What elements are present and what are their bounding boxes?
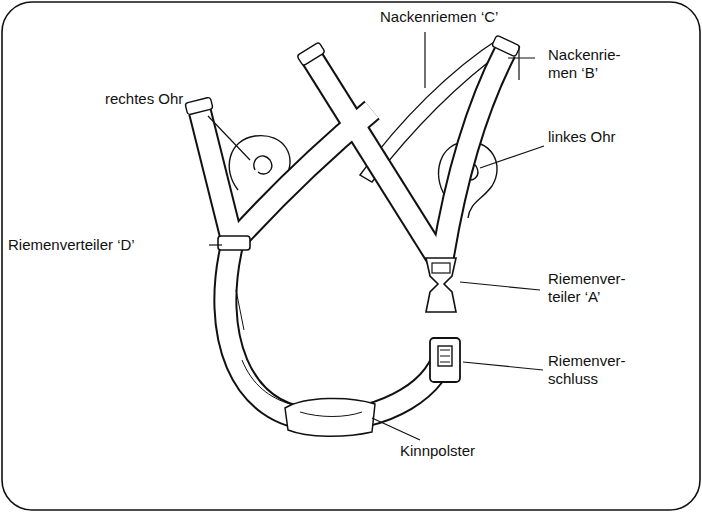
strap-bands: [200, 52, 505, 420]
strap-end-loops: [185, 35, 520, 115]
part-label: Riemenver- schluss: [548, 352, 636, 388]
part-label: linkes Ohr: [548, 128, 616, 146]
strap-splitter-d: [218, 236, 250, 250]
part-label: rechtes Ohr: [105, 90, 183, 108]
leader-lines: [208, 32, 544, 440]
strap-buckle: [430, 338, 460, 382]
part-label: Riemenver- teiler ‘A’: [548, 270, 636, 306]
part-label: Riemenverteiler ‘D’: [8, 236, 135, 254]
part-label: Nackenriemen ‘C’: [380, 8, 498, 26]
chin-pad: [285, 398, 375, 436]
strap-splitter-a: [426, 258, 456, 312]
part-label: Nackenrie- men ‘B’: [548, 46, 636, 82]
part-label: Kinnpolster: [400, 442, 475, 460]
